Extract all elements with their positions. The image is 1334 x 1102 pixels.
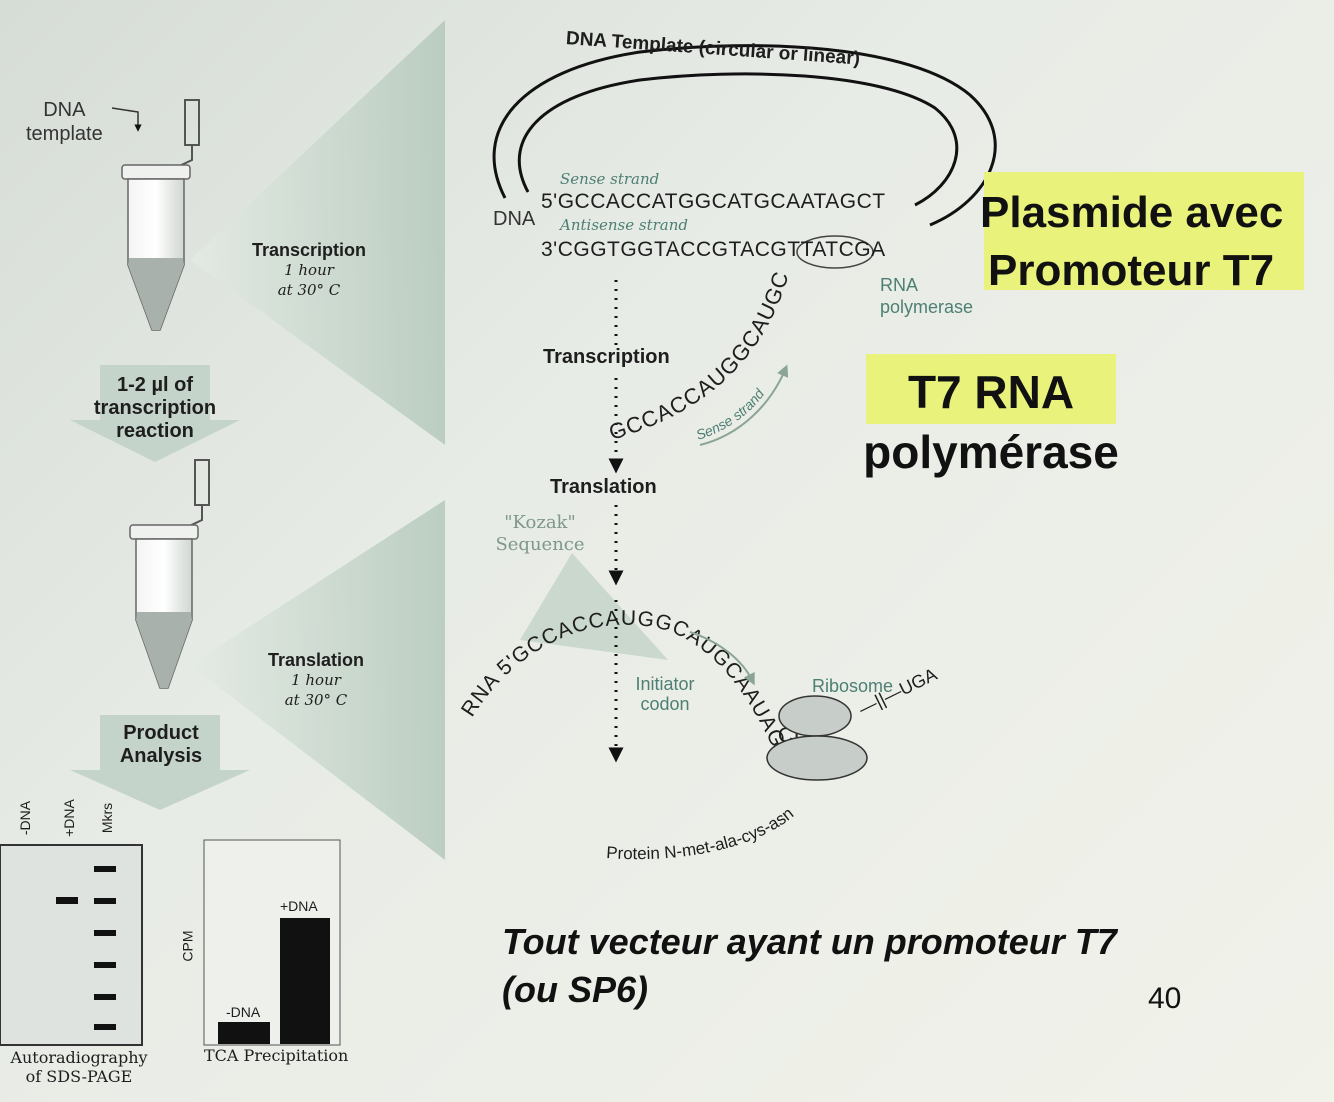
tca-bar-label: -DNA bbox=[226, 1004, 261, 1020]
tca-ylabel: CPM bbox=[179, 930, 196, 962]
tca-caption: TCA Precipitation bbox=[204, 1046, 349, 1065]
gel-lane-label: +DNA bbox=[60, 799, 77, 837]
initiator-codon-label: Initiator codon bbox=[635, 674, 695, 714]
translation-label: Translation bbox=[550, 476, 657, 498]
tca-bar-label: +DNA bbox=[280, 898, 318, 914]
microtube-icon bbox=[129, 459, 210, 689]
rna-polymerase-ellipse bbox=[796, 235, 874, 269]
gel-lane-label: Mkrs bbox=[99, 802, 116, 834]
translation-step-label: Translation 1 hour at 30° C bbox=[267, 650, 365, 709]
gel-lane-label: -DNA bbox=[17, 800, 34, 836]
kozak-wedge bbox=[520, 553, 668, 660]
dna-pointer-icon bbox=[111, 107, 142, 132]
dna-loop-icon bbox=[492, 44, 997, 227]
transcription-wedge bbox=[190, 20, 445, 445]
ribosome-icon bbox=[766, 695, 868, 781]
sense-sequence: 5'GCCACCATGGCATGCAATAGCT bbox=[541, 190, 886, 213]
antisense-strand-label: Antisense strand bbox=[560, 216, 688, 234]
plasmide-callout: Plasmide avec Promoteur T7 bbox=[980, 188, 1284, 295]
footer-text: Tout vecteur ayant un promoteur T7 (ou S… bbox=[502, 921, 1117, 1010]
rna-polymerase-label: RNA polymerase bbox=[880, 275, 974, 317]
dna-label: DNA bbox=[493, 208, 536, 230]
transfer-label: 1-2 µl of transcription reaction bbox=[93, 374, 217, 442]
svg-text:Protein N-met-ala-cys-asn: Protein N-met-ala-cys-asn bbox=[606, 804, 797, 864]
page-number: 40 bbox=[1148, 982, 1182, 1015]
analysis-arrow-icon bbox=[70, 715, 250, 810]
protein-label: Protein N-met-ala-cys-asn bbox=[606, 804, 797, 864]
highlight-plasmide bbox=[984, 172, 1304, 290]
product-analysis-label: Product Analysis bbox=[119, 722, 203, 767]
dna-template-label: DNA template bbox=[26, 99, 103, 145]
bar-chart-icon bbox=[203, 839, 341, 1046]
bar-minus-dna bbox=[218, 1022, 270, 1044]
translation-wedge bbox=[190, 500, 445, 860]
transcription-step-label: Transcription 1 hour at 30° C bbox=[251, 240, 367, 299]
gel-lane-icon bbox=[0, 844, 143, 1046]
t7-callout: T7 RNA polymérase bbox=[863, 366, 1119, 478]
kozak-label: "Kozak" Sequence bbox=[495, 512, 585, 555]
ribosome-label: Ribosome bbox=[812, 676, 894, 696]
transcription-label: Transcription bbox=[543, 346, 670, 368]
sense-strand-label: Sense strand bbox=[560, 170, 660, 188]
transfer-arrow-icon bbox=[70, 365, 240, 462]
gel-caption: Autoradiography of SDS-PAGE bbox=[10, 1048, 148, 1086]
bar-plus-dna bbox=[280, 918, 330, 1044]
microtube-icon bbox=[121, 99, 200, 331]
antisense-sequence: 3'CGGTGGTACCGTACGTTATCGA bbox=[541, 238, 886, 261]
highlight-t7 bbox=[866, 354, 1116, 424]
